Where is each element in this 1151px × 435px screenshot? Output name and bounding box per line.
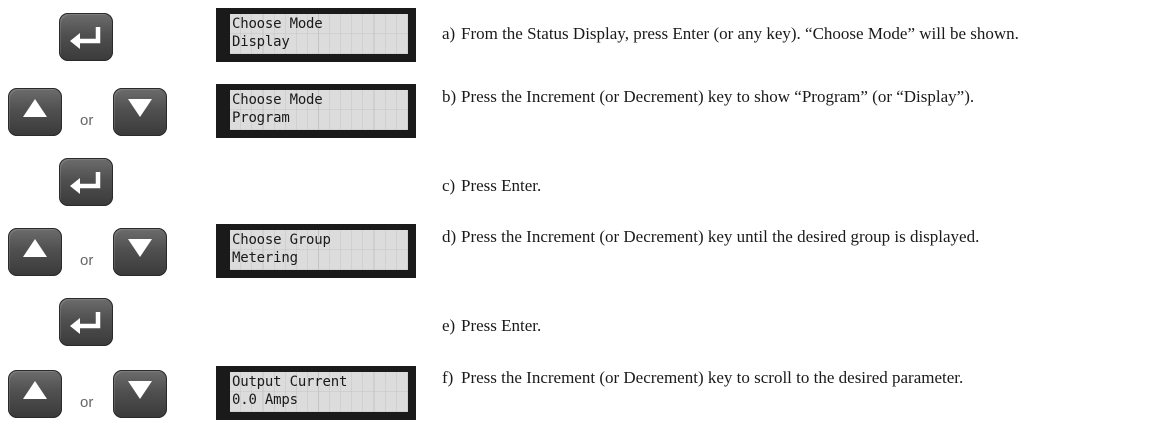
decrement-key-icon	[113, 370, 167, 418]
step-description: Press the Increment (or Decrement) key t…	[461, 87, 975, 106]
lcd-display: Output Current 0.0 Amps	[216, 366, 416, 420]
step-text: f) Press the Increment (or Decrement) ke…	[442, 366, 1142, 389]
decrement-key-icon	[113, 228, 167, 276]
step-letter: b)	[442, 87, 457, 106]
increment-key-icon	[8, 88, 62, 136]
step-text: b) Press the Increment (or Decrement) ke…	[442, 85, 1142, 108]
increment-key-icon	[8, 228, 62, 276]
lcd-display: Choose Group Metering	[216, 224, 416, 278]
step-letter: f)	[442, 368, 454, 387]
enter-key-icon	[59, 158, 113, 206]
lcd-display: Choose Mode Display	[216, 8, 416, 62]
step-letter: d)	[442, 227, 457, 246]
step-text: a) From the Status Display, press Enter …	[442, 22, 1142, 45]
step-description: From the Status Display, press Enter (or…	[461, 24, 1019, 43]
step-text: c) Press Enter.	[442, 174, 1142, 197]
step-description: Press Enter.	[461, 316, 542, 335]
lcd-line-1: Choose Group	[232, 232, 331, 248]
lcd-line-2: Display	[232, 34, 290, 50]
lcd-line-2: 0.0 Amps	[232, 392, 298, 408]
step-letter: e)	[442, 316, 456, 335]
step-text: d) Press the Increment (or Decrement) ke…	[442, 225, 1142, 248]
step-letter: a)	[442, 24, 456, 43]
or-label: or	[80, 112, 94, 129]
lcd-line-1: Choose Mode	[232, 92, 323, 108]
step-text: e) Press Enter.	[442, 314, 1142, 337]
increment-key-icon	[8, 370, 62, 418]
step-description: Press the Increment (or Decrement) key t…	[461, 368, 964, 387]
enter-key-icon	[59, 298, 113, 346]
or-label: or	[80, 394, 94, 411]
step-description: Press Enter.	[461, 176, 542, 195]
lcd-line-1: Output Current	[232, 374, 348, 390]
lcd-display: Choose Mode Program	[216, 84, 416, 138]
enter-key-icon	[59, 13, 113, 61]
step-letter: c)	[442, 176, 456, 195]
lcd-line-2: Program	[232, 110, 290, 126]
or-label: or	[80, 252, 94, 269]
lcd-line-2: Metering	[232, 250, 298, 266]
decrement-key-icon	[113, 88, 167, 136]
step-description: Press the Increment (or Decrement) key u…	[461, 227, 980, 246]
lcd-line-1: Choose Mode	[232, 16, 323, 32]
